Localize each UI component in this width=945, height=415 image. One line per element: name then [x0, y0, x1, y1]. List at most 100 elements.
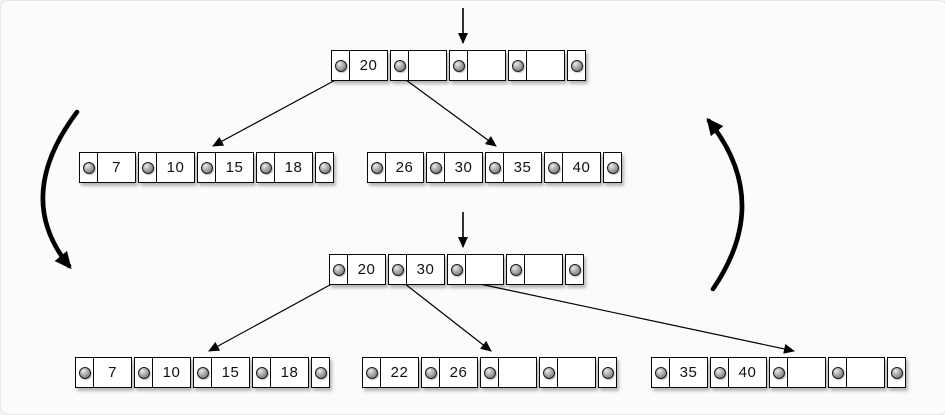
pointer-dot-icon [424, 366, 437, 379]
key-cell [468, 51, 505, 80]
pointer-slot [422, 358, 440, 387]
pointer-slot [568, 51, 585, 80]
pointer-slot [332, 51, 350, 80]
pointer-key-pair: 10 [138, 152, 195, 183]
pointer-slot [448, 255, 466, 284]
pointer-slot [135, 358, 153, 387]
pointer-dot-icon [542, 366, 555, 379]
pointer-key-pair: 26 [367, 152, 424, 183]
pointer-key-pair [506, 254, 563, 285]
key-cell [499, 358, 536, 387]
key-cell: 26 [386, 153, 423, 182]
pointer-dot-icon [141, 161, 154, 174]
pointer-dot-icon [332, 263, 345, 276]
pointer-key-pair: 40 [544, 152, 601, 183]
pointer-dot-icon [318, 161, 331, 174]
key-cell: 20 [350, 51, 387, 80]
pointer-key-pair [508, 50, 565, 81]
pointer-slot [481, 358, 499, 387]
pointer-slot [312, 358, 329, 387]
pointer-dot-icon [570, 59, 583, 72]
key-cell: 15 [212, 358, 249, 387]
pointer-key-pair [449, 50, 506, 81]
pointer-slot [363, 358, 381, 387]
pointer-key-pair: 30 [426, 152, 483, 183]
pointer-dot-icon [78, 366, 91, 379]
key-cell [525, 255, 562, 284]
end-pointer-cell [887, 357, 906, 388]
pointer-dot-icon [314, 366, 327, 379]
pointer-key-pair: 10 [134, 357, 191, 388]
pointer-key-pair: 40 [710, 357, 767, 388]
pointer-dot-icon [370, 161, 383, 174]
pointer-slot [450, 51, 468, 80]
pointer-slot [652, 358, 670, 387]
pointer-slot [368, 153, 386, 182]
pointer-key-pair: 30 [388, 254, 445, 285]
key-cell: 35 [670, 358, 707, 387]
pointer-dot-icon [890, 366, 903, 379]
key-cell: 22 [381, 358, 418, 387]
pointer-slot [76, 358, 94, 387]
pointer-dot-icon [255, 366, 268, 379]
key-cell: 15 [216, 153, 253, 182]
pointer-dot-icon [365, 366, 378, 379]
pointer-slot [389, 255, 407, 284]
pointer-key-pair [447, 254, 504, 285]
end-pointer-cell [565, 254, 584, 285]
pointer-key-pair: 15 [197, 152, 254, 183]
pointer-dot-icon [196, 366, 209, 379]
pointer-key-pair: 26 [421, 357, 478, 388]
pointer-slot [330, 255, 348, 284]
pointer-dot-icon [511, 59, 524, 72]
pointer-dot-icon [831, 366, 844, 379]
pointer-slot [711, 358, 729, 387]
pointer-dot-icon [488, 161, 501, 174]
key-cell [527, 51, 564, 80]
cycle-arrow-up-icon [706, 117, 745, 292]
pointer-slot [316, 153, 333, 182]
pointer-slot [257, 153, 275, 182]
pointer-slot [80, 153, 98, 182]
pointer-slot [545, 153, 563, 182]
link-after-root-to-right-child [460, 279, 795, 354]
pointer-slot [599, 358, 616, 387]
key-cell: 40 [563, 153, 600, 182]
pointer-dot-icon [606, 161, 619, 174]
end-pointer-cell [598, 357, 617, 388]
pointer-dot-icon [82, 161, 95, 174]
pointer-key-pair: 7 [75, 357, 132, 388]
end-pointer-cell [567, 50, 586, 81]
pointer-slot [829, 358, 847, 387]
end-pointer-cell [603, 152, 622, 183]
pointer-slot [427, 153, 445, 182]
pointer-key-pair: 18 [256, 152, 313, 183]
pointer-slot [540, 358, 558, 387]
pointer-key-pair: 20 [331, 50, 388, 81]
cycle-arrow-down-icon [40, 109, 80, 270]
pointer-dot-icon [452, 59, 465, 72]
pointer-dot-icon [391, 263, 404, 276]
pointer-slot [604, 153, 621, 182]
key-cell: 30 [445, 153, 482, 182]
pointer-dot-icon [393, 59, 406, 72]
end-pointer-cell [315, 152, 334, 183]
pointer-dot-icon [601, 366, 614, 379]
pointer-slot [770, 358, 788, 387]
pointer-key-pair: 35 [485, 152, 542, 183]
key-cell [788, 358, 825, 387]
link-before-root-to-left-child [212, 76, 342, 147]
pointer-dot-icon [483, 366, 496, 379]
pointer-slot [486, 153, 504, 182]
pointer-dot-icon [547, 161, 560, 174]
key-cell [466, 255, 503, 284]
pointer-key-pair [828, 357, 885, 388]
link-after-root-to-left-child [208, 279, 340, 352]
pointer-key-pair: 18 [252, 357, 309, 388]
